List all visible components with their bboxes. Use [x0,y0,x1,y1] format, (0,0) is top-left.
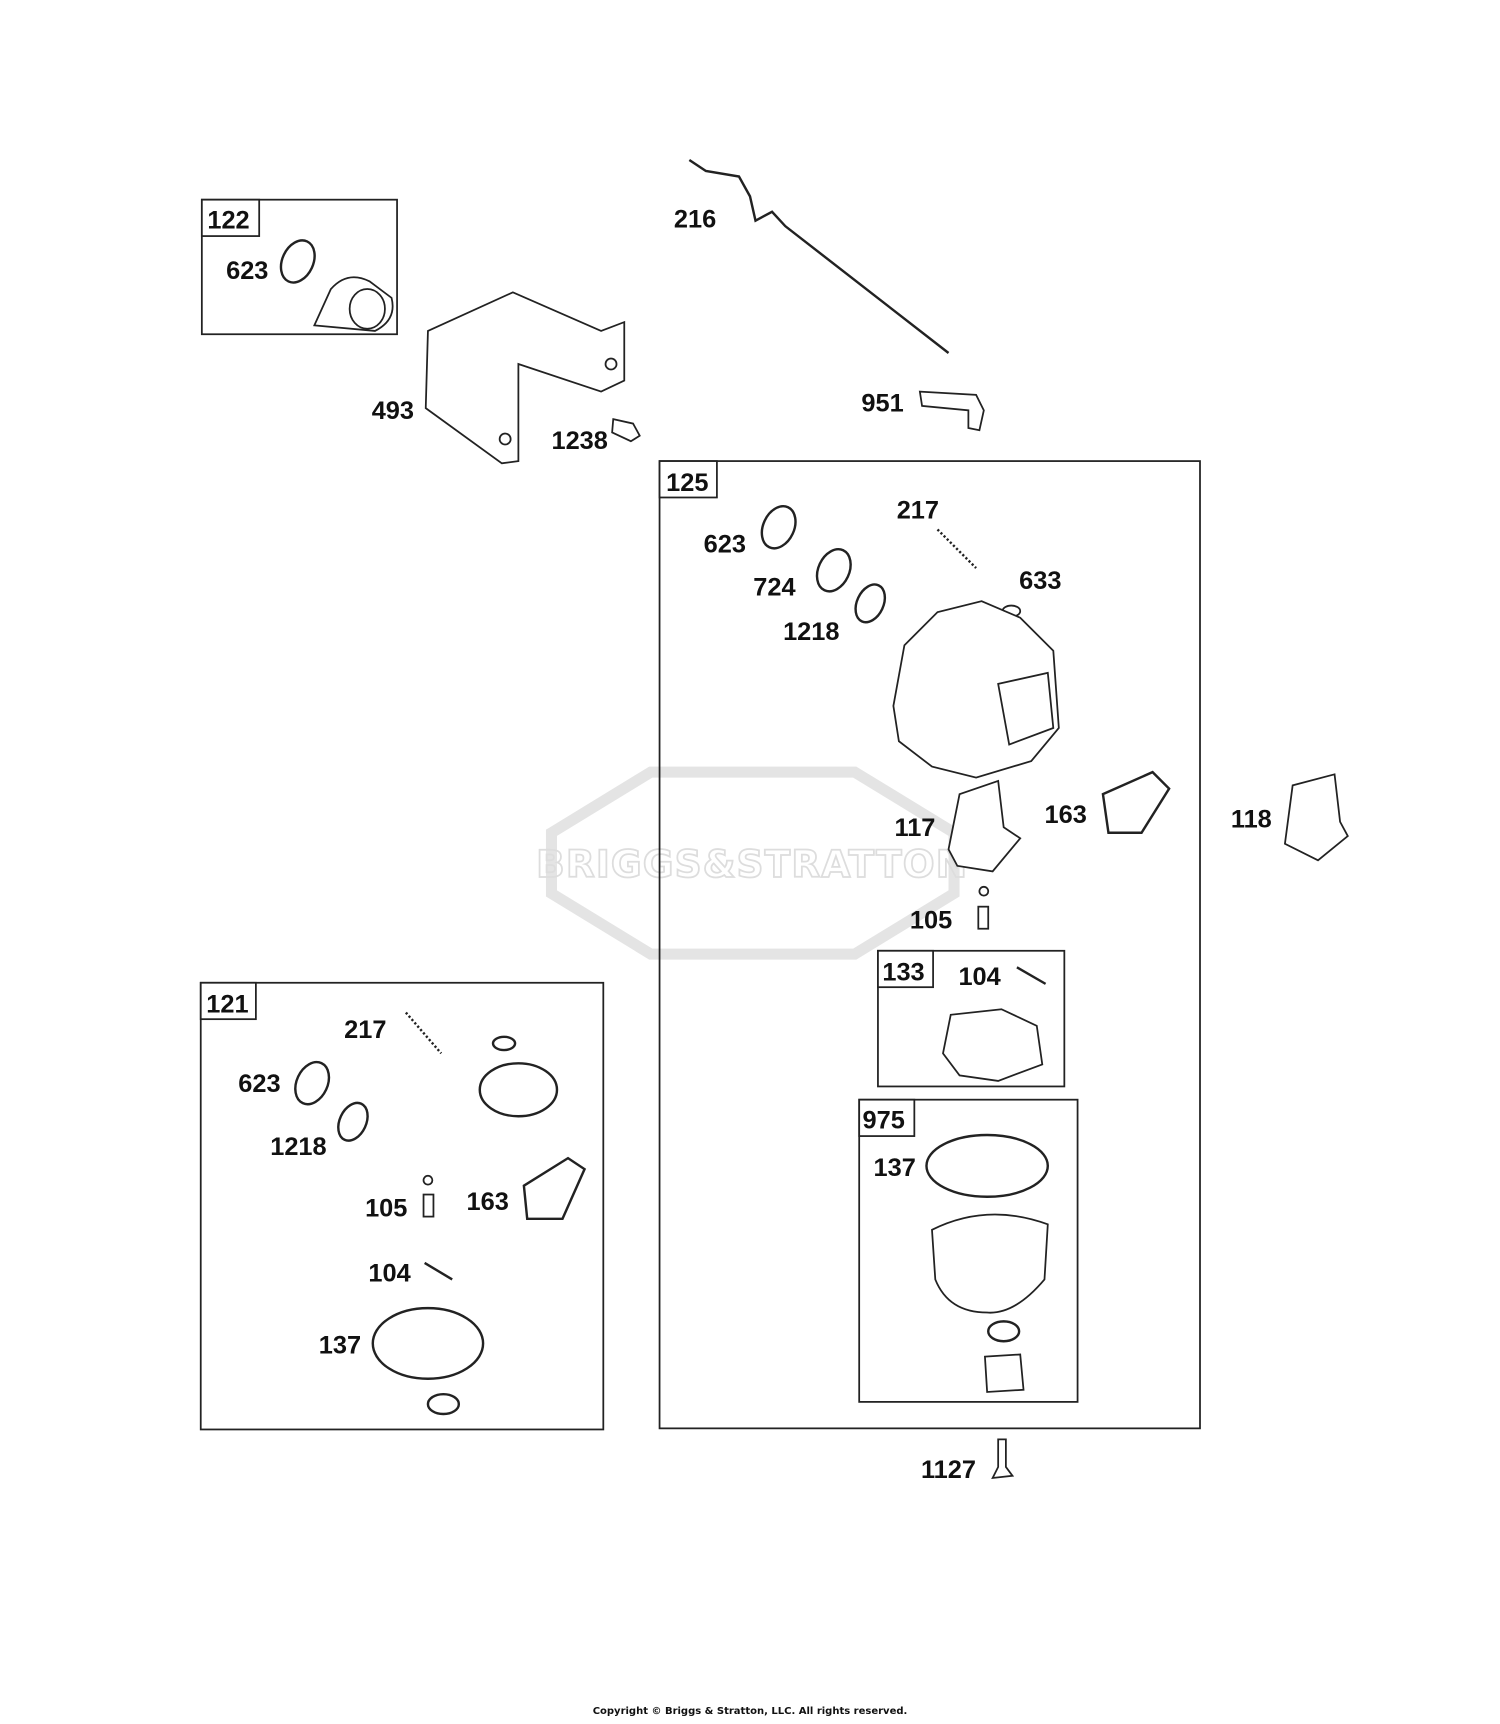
callout-117[interactable]: 117 [894,814,935,842]
svg-text:975: 975 [863,1106,905,1134]
callout-1218[interactable]: 1218 [783,618,839,646]
callout-105[interactable]: 105 [365,1195,407,1223]
callout-216[interactable]: 216 [674,205,716,233]
callout-493[interactable]: 493 [372,397,414,425]
svg-text:122: 122 [207,206,249,234]
callout-633[interactable]: 633 [1019,567,1061,595]
callout-118[interactable]: 118 [1231,805,1272,833]
callout-163[interactable]: 163 [1044,801,1086,829]
callout-104[interactable]: 104 [958,963,1000,991]
briggs-stratton-watermark: BRIGGS&STRATTON [535,766,968,960]
callout-623[interactable]: 623 [226,257,268,285]
kit-box-133[interactable]: 133 [877,949,1066,1088]
callout-217[interactable]: 217 [344,1016,386,1044]
callout-105[interactable]: 105 [910,907,952,935]
kit-box-975[interactable]: 975 [858,1098,1079,1403]
kit-box-121[interactable]: 121 [199,981,605,1431]
copyright-notice: Copyright © Briggs & Stratton, LLC. All … [592,1706,908,1717]
callout-217[interactable]: 217 [897,496,939,524]
callout-724[interactable]: 724 [753,574,795,602]
callout-1238[interactable]: 1238 [551,427,607,455]
callout-1127[interactable]: 1127 [921,1456,976,1484]
callout-951[interactable]: 951 [861,389,903,417]
svg-text:BRIGGS&STRATTON: BRIGGS&STRATTON [536,842,968,886]
svg-text:133: 133 [882,959,924,987]
svg-text:121: 121 [206,991,248,1019]
callout-163[interactable]: 163 [467,1188,509,1216]
part-drawings [279,158,1349,1480]
kit-box-125[interactable]: 125 [658,460,1201,1430]
callout-137[interactable]: 137 [874,1154,916,1182]
callout-623[interactable]: 623 [238,1070,280,1098]
callout-104[interactable]: 104 [368,1260,410,1288]
callout-1218[interactable]: 1218 [270,1133,326,1161]
callout-137[interactable]: 137 [319,1331,361,1359]
svg-text:125: 125 [666,469,708,497]
kit-box-122[interactable]: 122 [200,198,398,336]
callout-623[interactable]: 623 [704,531,746,559]
callout-labels: 216 623 493 1238 951 623 217 724 633 121… [226,205,1272,1484]
